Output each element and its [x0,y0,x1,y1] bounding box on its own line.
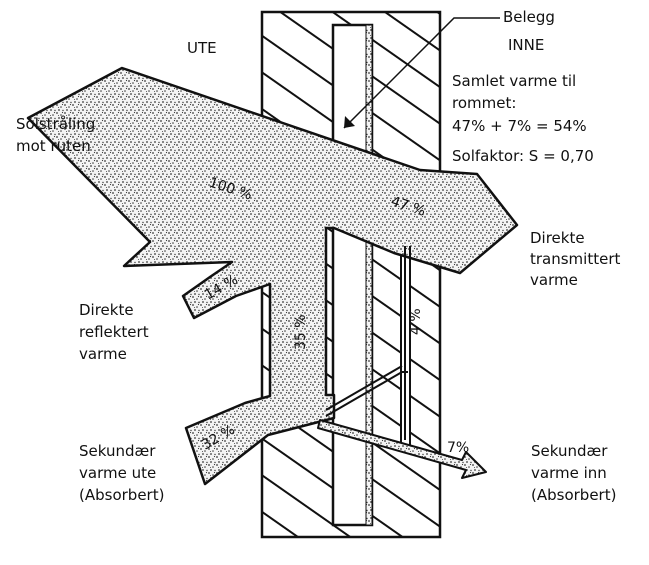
secondary-out-label-2: varme ute [79,464,157,482]
absorbed-inner-percent: 4 % [408,308,424,335]
secondary-in-label-3: (Absorbert) [531,486,617,504]
inside-label: INNE [508,36,545,54]
secondary-in-label-2: varme inn [531,464,607,482]
coating-leader-line [343,17,500,129]
coating-leader-arrowhead [344,116,355,128]
reflected-label-3: varme [79,345,127,363]
secondary-in-percent: 7% [447,440,469,456]
solar-factor-label: Solfaktor: S = 0,70 [452,147,594,165]
main-radiation-arrow [26,66,519,486]
transmitted-label-1: Direkte [530,229,585,247]
summary-line-2: rommet: [452,94,517,112]
transmitted-label-2: transmittert [530,250,621,268]
incoming-label-2: mot ruten [16,137,91,155]
secondary-out-label-1: Sekundær [79,442,156,460]
absorbed-total-percent: 35 % [293,314,309,350]
secondary-out-label-3: (Absorbert) [79,486,165,504]
coating-strip [365,24,373,526]
outside-label: UTE [187,39,217,57]
summary-line-1: Samlet varme til [452,72,577,90]
absorbed-flow-lines [325,246,411,440]
reflected-label-1: Direkte [79,301,134,319]
summary-line-3: 47% + 7% = 54% [452,117,587,135]
reflected-label-2: reflektert [79,323,149,341]
transmitted-label-3: varme [530,271,578,289]
coating-label: Belegg [503,8,555,26]
secondary-in-label-1: Sekundær [531,442,608,460]
secondary-in-arrow [317,419,487,479]
incoming-label-1: Solstråling [16,115,96,133]
